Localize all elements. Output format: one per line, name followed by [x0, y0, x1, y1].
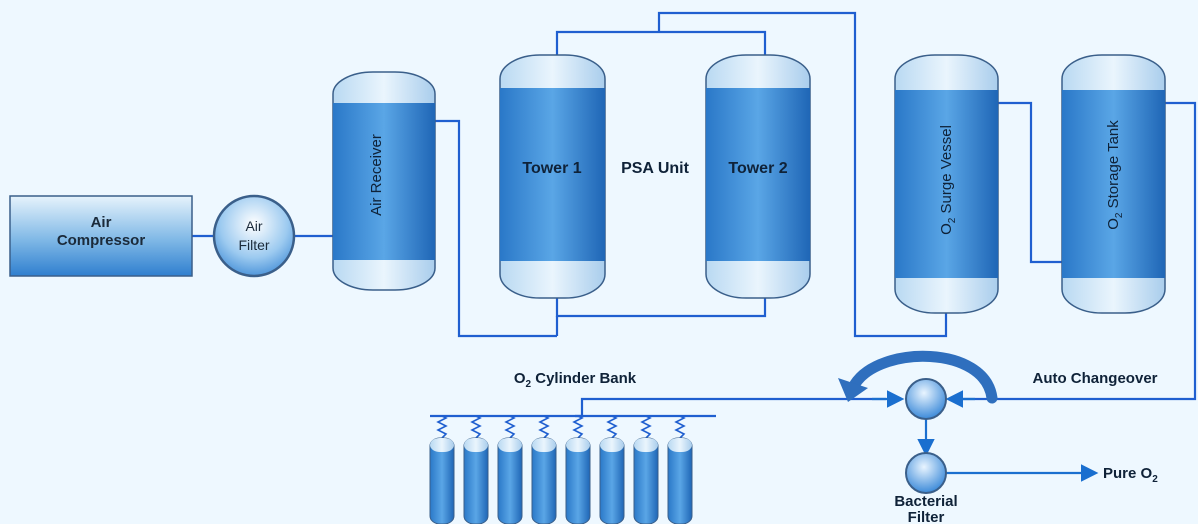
- pipe-top-to-surge: [657, 11, 948, 338]
- air-receiver-label: Air Receiver: [368, 134, 385, 216]
- flow-arrows: [872, 390, 1099, 482]
- cylinder-cap: [566, 438, 590, 452]
- cylinder-bank: [429, 415, 693, 524]
- tower-2-label: Tower 2: [728, 160, 787, 177]
- oxygen-cylinder: [667, 415, 693, 524]
- pure-o2-label: Pure O2: [1103, 465, 1158, 485]
- air-compressor-label-line2: Compressor: [57, 232, 146, 249]
- cylinder-cap: [498, 438, 522, 452]
- pipe-towers-bottom-header: [555, 298, 767, 318]
- oxygen-cylinder: [463, 415, 489, 524]
- cylinder-cap: [600, 438, 624, 452]
- psa-unit-label: PSA Unit: [621, 160, 690, 177]
- cylinder-cap: [464, 438, 488, 452]
- air-filter: Air Filter: [212, 194, 296, 278]
- o2-storage-tank: O2 Storage Tank: [1061, 54, 1166, 314]
- air-compressor-label-line1: Air: [91, 214, 112, 231]
- o2-surge-vessel: O2 Surge Vessel: [894, 54, 999, 314]
- cylinder-hose: [538, 415, 550, 439]
- oxygen-cylinder: [565, 415, 591, 524]
- pipe-surge-to-storage: [998, 101, 1062, 264]
- cylinder-hose: [504, 415, 516, 439]
- oxygen-cylinder: [497, 415, 523, 524]
- cylinder-cap: [634, 438, 658, 452]
- auto-changeover-valve: [905, 378, 947, 420]
- cylinder-cap: [668, 438, 692, 452]
- pipe-cylinders-to-changeover: [575, 397, 886, 418]
- cylinder-hose: [606, 415, 618, 439]
- cylinder-bank-label: O2 Cylinder Bank: [514, 370, 637, 390]
- oxygen-cylinder: [531, 415, 557, 524]
- cylinder-hose: [640, 415, 652, 439]
- air-filter-label-line1: Air: [245, 218, 262, 234]
- cylinder-hose: [674, 415, 686, 439]
- pipe-receiver-to-towers: [435, 119, 557, 338]
- cylinder-cap: [430, 438, 454, 452]
- tower-2-vessel: Tower 2: [705, 54, 811, 299]
- air-receiver-vessel: Air Receiver: [332, 71, 436, 291]
- bacterial-filter-label-line2: Filter: [908, 509, 945, 524]
- o2-surge-vessel-label: O2 Surge Vessel: [938, 125, 958, 235]
- tower-1-label: Tower 1: [522, 160, 581, 177]
- cylinder-hose: [436, 415, 448, 439]
- pipe-storage-to-changeover: [958, 101, 1197, 401]
- o2-storage-tank-label: O2 Storage Tank: [1105, 120, 1125, 230]
- pipe-towers-top-header: [555, 30, 767, 55]
- bacterial-filter: [905, 452, 947, 494]
- auto-changeover-label: Auto Changeover: [1032, 370, 1157, 387]
- air-filter-label-line2: Filter: [238, 237, 269, 253]
- auto-changeover-curved-arrow: [849, 350, 998, 404]
- tower-1-vessel: Tower 1: [499, 54, 606, 299]
- oxygen-cylinder: [599, 415, 625, 524]
- oxygen-cylinder: [429, 415, 455, 524]
- cylinder-hose: [470, 415, 482, 439]
- cylinder-cap: [532, 438, 556, 452]
- oxygen-cylinder: [633, 415, 659, 524]
- air-compressor: Air Compressor: [9, 195, 193, 277]
- cylinder-hose: [572, 415, 584, 439]
- auto-changeover-arrowhead: [838, 378, 868, 402]
- bacterial-filter-label-line1: Bacterial: [894, 493, 957, 510]
